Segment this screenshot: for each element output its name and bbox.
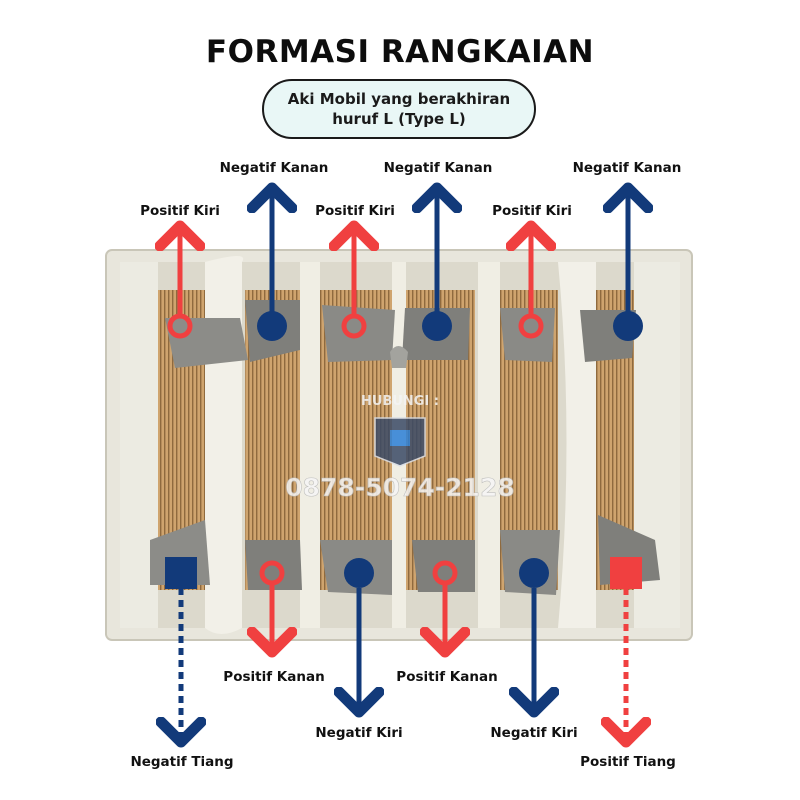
- negative-terminal-marker: [519, 558, 549, 588]
- watermark-phone: 0878-5074-2128: [285, 473, 515, 502]
- negative-terminal-marker: [344, 558, 374, 588]
- lead-strap: [165, 318, 248, 368]
- logo-mark: [390, 430, 410, 446]
- negative-pole-marker: [165, 557, 197, 589]
- watermark-contact-label: HUBUNGI :: [361, 394, 439, 409]
- cell-divider: [205, 256, 243, 634]
- label-positif-kanan-1: Positif Kanan: [223, 669, 324, 685]
- label-negatif-kiri-2: Negatif Kiri: [490, 725, 577, 741]
- label-positif-tiang: Positif Tiang: [580, 754, 676, 770]
- negative-terminal-marker: [422, 311, 452, 341]
- label-negatif-tiang: Negatif Tiang: [130, 754, 233, 770]
- label-negatif-kanan-2: Negatif Kanan: [384, 160, 493, 176]
- label-negatif-kiri-1: Negatif Kiri: [315, 725, 402, 741]
- label-positif-kanan-2: Positif Kanan: [396, 669, 497, 685]
- negative-terminal-marker: [613, 311, 643, 341]
- cell-divider: [300, 262, 320, 628]
- cell-divider: [478, 262, 500, 628]
- lead-connector: [390, 346, 408, 368]
- label-positif-kiri-3: Positif Kiri: [492, 203, 572, 219]
- label-negatif-kanan-3: Negatif Kanan: [573, 160, 682, 176]
- negative-terminal-marker: [257, 311, 287, 341]
- label-positif-kiri-2: Positif Kiri: [315, 203, 395, 219]
- label-negatif-kanan-1: Negatif Kanan: [220, 160, 329, 176]
- positive-pole-marker: [610, 557, 642, 589]
- label-positif-kiri-1: Positif Kiri: [140, 203, 220, 219]
